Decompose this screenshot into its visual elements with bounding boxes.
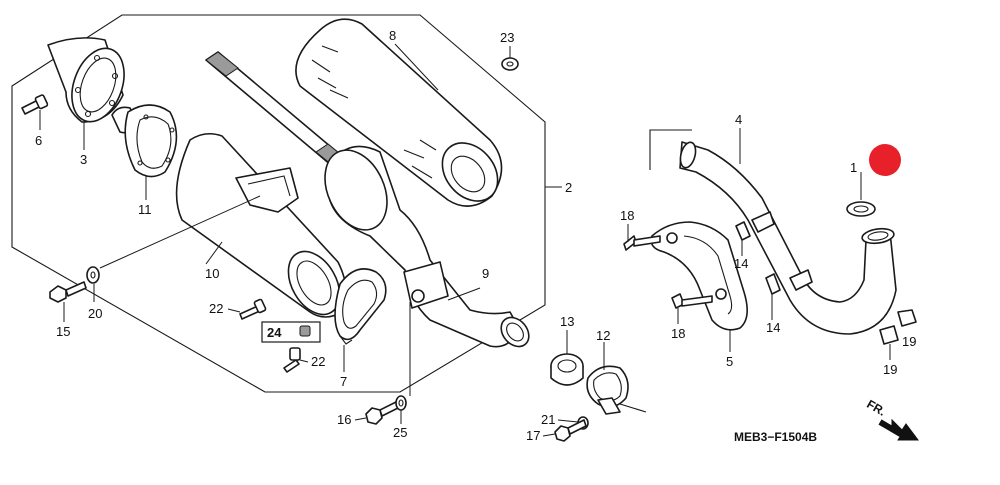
bolt-part-15 xyxy=(49,281,87,303)
leader-22a xyxy=(227,308,241,313)
callout-6: 6 xyxy=(35,133,42,148)
screw-part-6 xyxy=(21,94,49,115)
clamp-band-part-7 xyxy=(334,268,387,345)
washer-part-23 xyxy=(501,57,519,71)
callout-7: 7 xyxy=(340,374,347,389)
joint-clamp-part-12 xyxy=(586,365,647,415)
end-cap-part-3 xyxy=(47,37,125,123)
callout-22b: 22 xyxy=(311,354,325,369)
bolt-part-16 xyxy=(365,401,399,425)
part-24-box xyxy=(261,321,321,343)
muffler-head-part-9 xyxy=(324,145,530,348)
bolt-part-18b xyxy=(671,293,713,309)
clip-part-14b xyxy=(765,273,781,295)
callout-19b: 19 xyxy=(883,362,897,377)
callout-8: 8 xyxy=(389,28,396,43)
callout-20: 20 xyxy=(88,306,102,321)
callout-21: 21 xyxy=(541,412,555,427)
callout-4: 4 xyxy=(735,112,742,127)
leader-8 xyxy=(394,43,439,91)
callout-14a: 14 xyxy=(734,256,748,271)
end-piece-part-11 xyxy=(111,104,178,178)
mount-line xyxy=(99,195,261,269)
callout-19a: 19 xyxy=(902,334,916,349)
washer-part-25 xyxy=(395,395,407,411)
leader-9 xyxy=(447,287,481,301)
callout-15: 15 xyxy=(56,324,70,339)
callout-2: 2 xyxy=(565,180,572,195)
screw-part-22b xyxy=(283,347,301,373)
callout-23: 23 xyxy=(500,30,514,45)
bolt-part-18a xyxy=(623,235,661,251)
muffler-assembly-outline xyxy=(11,14,546,393)
grommet-part-19a xyxy=(897,309,917,327)
callout-10: 10 xyxy=(205,266,219,281)
heat-shield-part-5 xyxy=(650,221,748,331)
bolt-part-17 xyxy=(554,419,587,442)
leader-21 xyxy=(557,419,579,423)
callout-17: 17 xyxy=(526,428,540,443)
callout-25: 25 xyxy=(393,425,407,440)
callout-14b: 14 xyxy=(766,320,780,335)
direction-label: FR. xyxy=(864,397,888,419)
callout-16: 16 xyxy=(337,412,351,427)
diagram-code: MEB3−F1504B xyxy=(734,430,817,444)
callout-11: 11 xyxy=(138,202,152,217)
exhaust-pipe-group-outline xyxy=(649,129,692,170)
callout-9: 9 xyxy=(482,266,489,281)
silencer-body-part-10 xyxy=(175,132,347,318)
washer-part-20 xyxy=(86,266,100,284)
front-direction-arrow xyxy=(878,418,919,441)
callout-1: 1 xyxy=(850,160,857,175)
silencer-packing-part-8 xyxy=(295,18,503,207)
clip-part-14a xyxy=(735,221,751,241)
callout-18b: 18 xyxy=(671,326,685,341)
callout-13: 13 xyxy=(560,314,574,329)
leader-16 xyxy=(354,417,367,421)
gasket-part-1 xyxy=(846,201,876,217)
exhaust-pipe-part-4 xyxy=(679,141,897,335)
leader-17 xyxy=(542,433,556,437)
callout-24: 24 xyxy=(267,325,282,340)
callout-12: 12 xyxy=(596,328,610,343)
leader-10 xyxy=(205,241,223,265)
callout-18a: 18 xyxy=(620,208,634,223)
leader-22b xyxy=(299,359,309,363)
callout-22a: 22 xyxy=(209,301,223,316)
callout-3: 3 xyxy=(80,152,87,167)
gasket-part-13 xyxy=(550,353,584,386)
grommet-part-19b xyxy=(879,325,899,345)
callout-5: 5 xyxy=(726,354,733,369)
highlight-marker xyxy=(869,144,901,176)
screw-part-22a xyxy=(239,298,267,320)
